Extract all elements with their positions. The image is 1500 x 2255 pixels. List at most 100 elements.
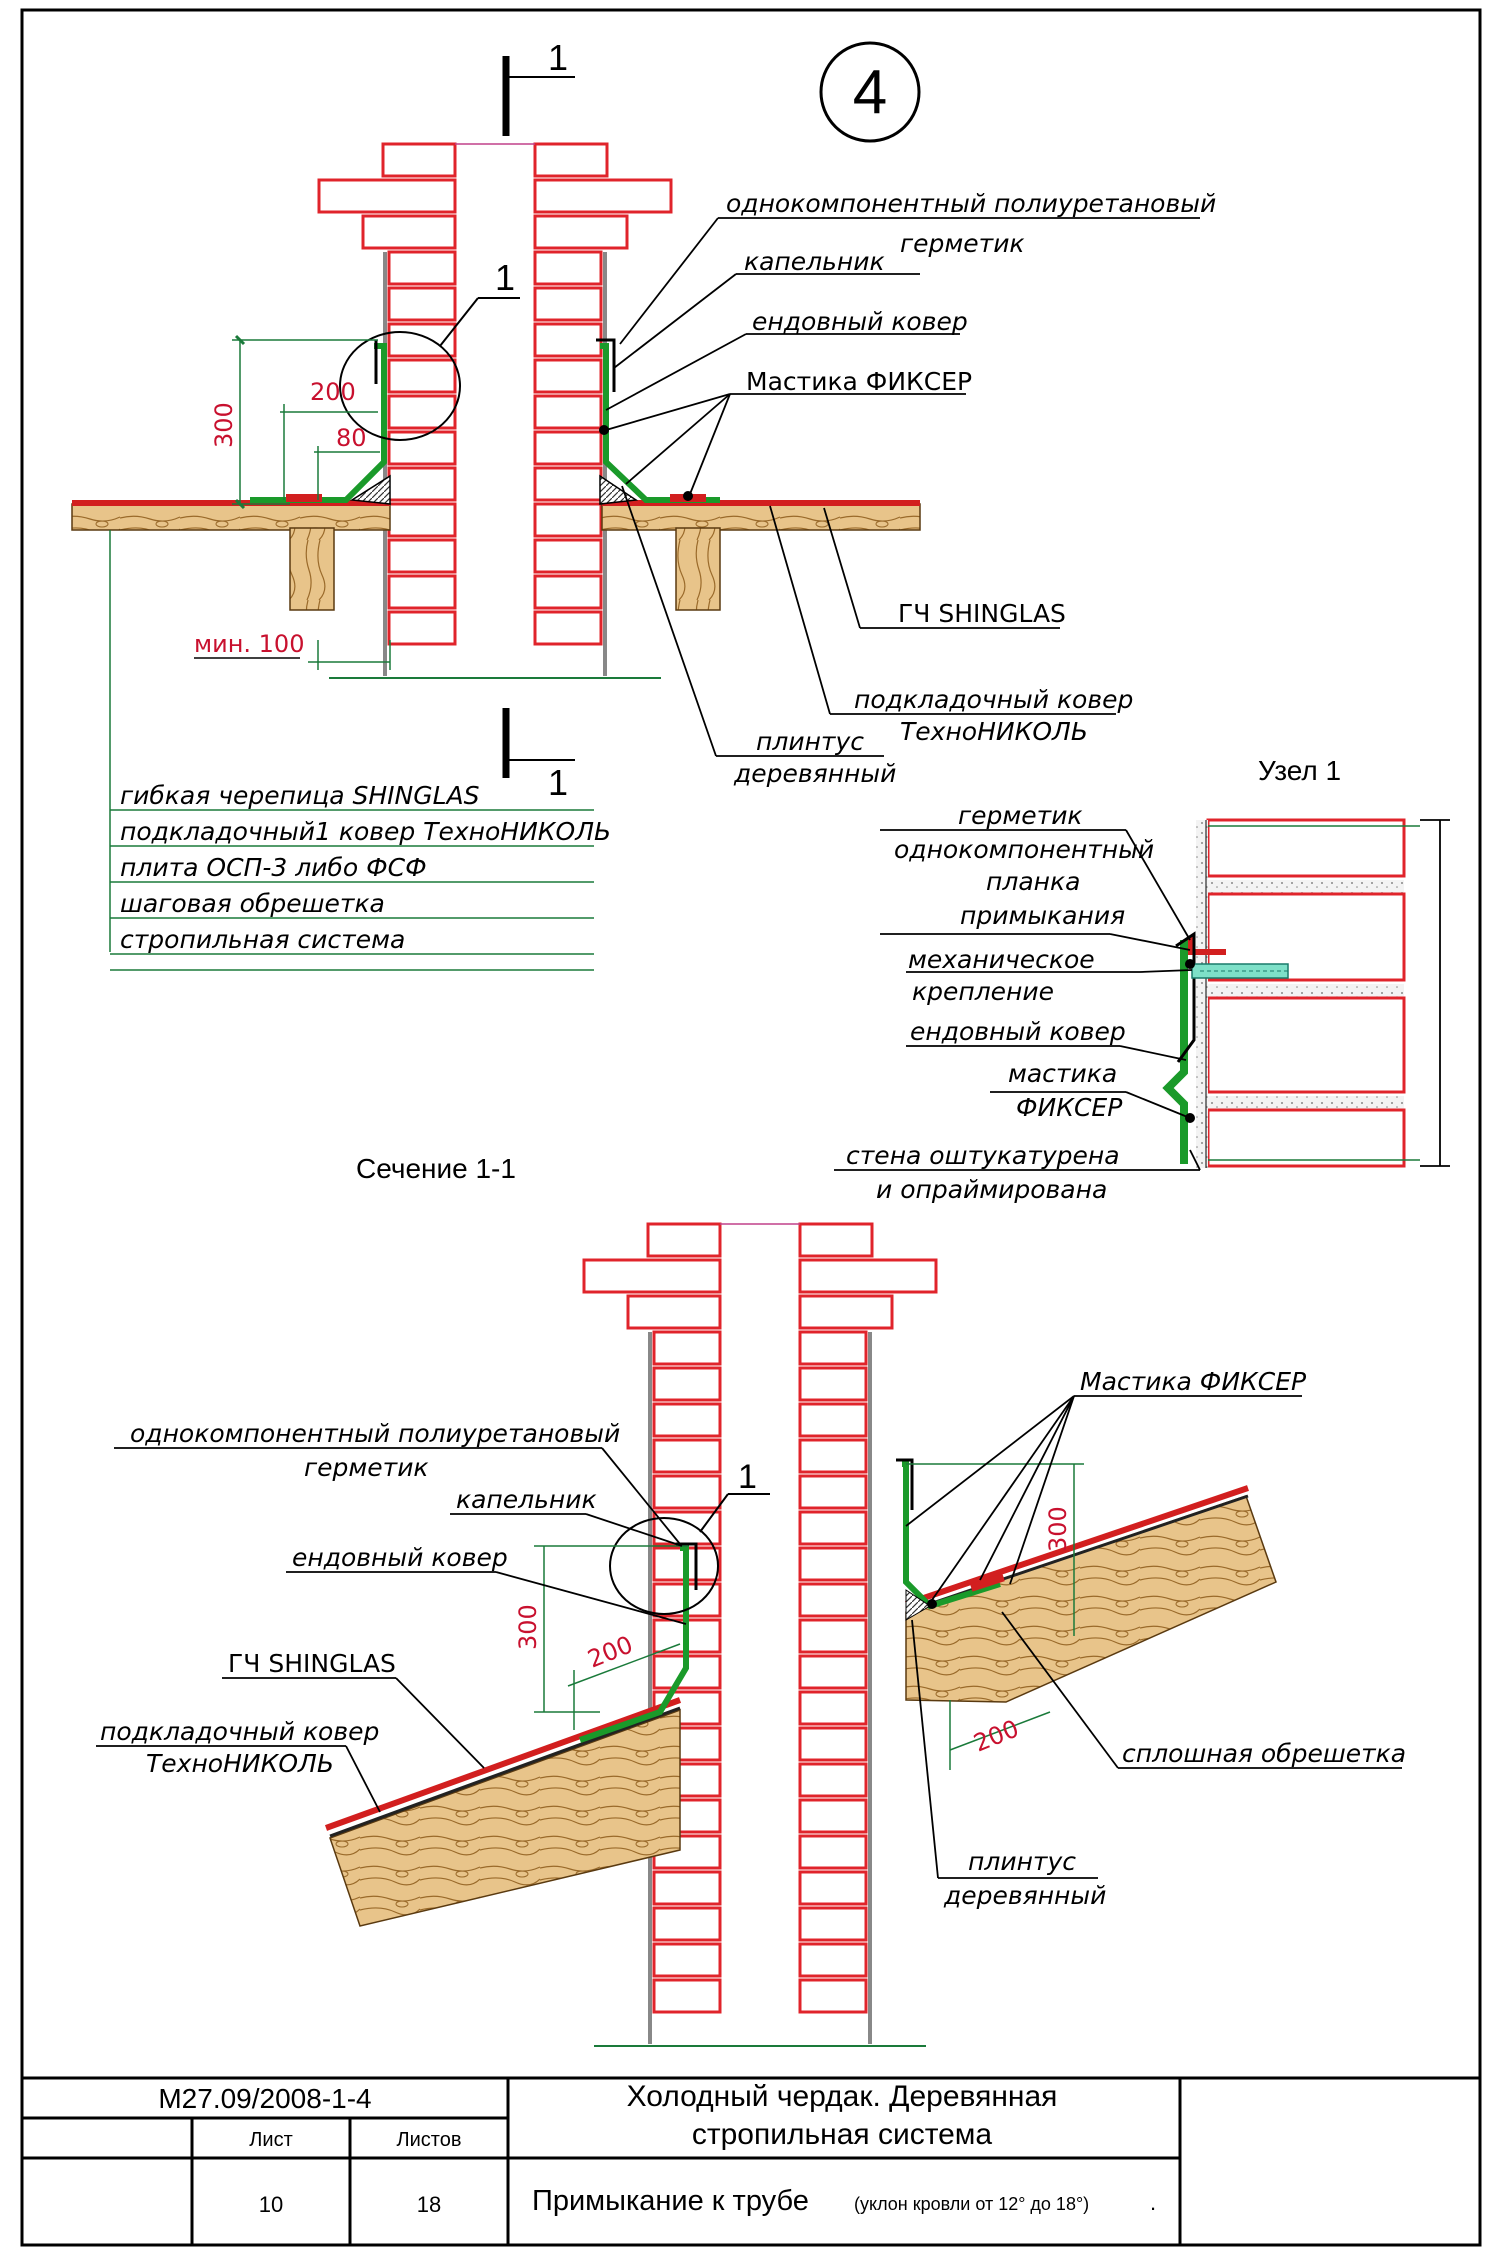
section-title: Сечение 1-1 [356, 1153, 516, 1184]
plan-chimney-brick [533, 466, 603, 502]
plan-chimney-cap-brick [533, 214, 629, 250]
plan-chimney-cap-brick [533, 142, 609, 178]
section-chimney-brick [798, 1438, 868, 1474]
section-chimney-brick [798, 1690, 868, 1726]
plan-chimney-brick [533, 394, 603, 430]
plan-chimney-cap-brick [317, 178, 457, 214]
section-valley-left [579, 1545, 689, 1743]
plan-chimney-brick [387, 502, 457, 538]
plinth-left [349, 474, 391, 505]
plan-chimney [317, 142, 673, 679]
label-underlay: подкладочный ковер [854, 685, 1133, 714]
section-chimney-cap-brick [646, 1222, 722, 1258]
roof-deck-left [71, 503, 391, 531]
plan-chimney-brick [387, 358, 457, 394]
node1-label: крепление [912, 977, 1054, 1006]
plan-chimney-brick [533, 430, 603, 466]
section-mark-top: 1 [502, 37, 575, 136]
plan-chimney-brick [533, 322, 603, 358]
section-chimney-cap-brick [798, 1258, 938, 1294]
section-chimney-brick [652, 1402, 722, 1438]
section-label-plinth-2: деревянный [943, 1881, 1106, 1910]
sheet-frame [20, 8, 1482, 2247]
section-chimney-brick [798, 1402, 868, 1438]
title-block [22, 2076, 1480, 2245]
sheet-label: Лист [249, 2129, 292, 2151]
shingles-right [602, 500, 920, 506]
plan-chimney-brick [533, 502, 603, 538]
section-callout-label: 1 [738, 1458, 757, 1496]
dim-80: 80 [336, 424, 367, 452]
label-sealant: однокомпонентный полиуретановый [726, 189, 1216, 218]
label-plinth-2: деревянный [733, 759, 896, 788]
section-chimney-brick [798, 1870, 868, 1906]
subtitle: Примыкание к трубе [532, 2185, 809, 2217]
drip-right [596, 338, 616, 392]
section-label-shingles: ГЧ SHINGLAS [228, 1649, 396, 1678]
rafter-right [675, 527, 721, 611]
section-chimney-brick [652, 1906, 722, 1942]
section-chimney-cap-brick [582, 1258, 722, 1294]
section-chimney-brick [652, 1474, 722, 1510]
mastic-left [286, 494, 322, 502]
layer-label: плита ОСП-3 либо ФСФ [120, 853, 427, 882]
section-chimney-brick [798, 1906, 868, 1942]
section-chimney-brick [652, 1942, 722, 1978]
plan-chimney-brick [387, 610, 457, 646]
section-label-batten: сплошная обрешетка [1122, 1739, 1406, 1768]
node1-label: планка [986, 867, 1080, 896]
node-number-circle [819, 41, 921, 143]
section-mark-label: 1 [548, 37, 568, 78]
slope-dot: . [1150, 2190, 1156, 2215]
section-chimney-brick [798, 1798, 868, 1834]
section-shingles-left [324, 1697, 682, 1831]
section-mark-label: 1 [548, 762, 568, 803]
slope-note: (уклон кровли от 12° до 18°) [854, 2194, 1089, 2214]
plan-chimney-brick [387, 394, 457, 430]
plan-view: 4 1 1 [71, 37, 1216, 971]
section-chimney-brick [798, 1942, 868, 1978]
valley-carpet-right [600, 343, 720, 503]
section-chimney-brick [652, 1330, 722, 1366]
section-label-mastic: Мастика ФИКСЕР [1080, 1367, 1307, 1396]
section-shingles-right [905, 1485, 1249, 1607]
label-valley: ендовный ковер [752, 307, 968, 336]
section-label-sealant: однокомпонентный полиуретановый [130, 1419, 620, 1448]
section-view: Сечение 1-1 1 [96, 1153, 1406, 2047]
node1-label: стена оштукатурена [846, 1141, 1120, 1170]
section-chimney-brick [798, 1978, 868, 2014]
node1-label: и опраймирована [876, 1175, 1107, 1204]
plan-chimney-brick [387, 466, 457, 502]
layer-label: стропильная система [120, 925, 405, 954]
plan-chimney-brick [533, 286, 603, 322]
section-dim-l200: 200 [584, 1630, 637, 1673]
plinth-right [599, 474, 639, 505]
section-label-plinth: плинтус [968, 1847, 1076, 1876]
section-chimney-brick [798, 1330, 868, 1366]
sheets-label: Листов [397, 2129, 462, 2151]
layer-label: шаговая обрешетка [120, 889, 385, 918]
dim-200: 200 [310, 378, 356, 406]
callout-1-circle [339, 331, 461, 441]
plan-dimensions [232, 334, 391, 670]
plan-leaders [605, 217, 1200, 757]
section-label-drip: капельник [456, 1485, 597, 1514]
section-chimney-brick [798, 1654, 868, 1690]
node1-label: однокомпонентный [894, 835, 1154, 864]
section-chimney-brick [798, 1582, 868, 1618]
section-label-underlay-2: ТехноНИКОЛЬ [146, 1749, 334, 1778]
title-line-2: стропильная система [692, 2118, 993, 2151]
section-chimney-cap-brick [798, 1294, 894, 1330]
node1-label: ендовный ковер [910, 1017, 1126, 1046]
plan-chimney-brick [533, 250, 603, 286]
section-chimney-brick [798, 1726, 868, 1762]
section-chimney-brick [798, 1762, 868, 1798]
section-chimney-brick [798, 1474, 868, 1510]
node1-brick [1206, 1108, 1406, 1168]
node-number: 4 [853, 58, 887, 127]
section-chimney-brick [798, 1546, 868, 1582]
node1-brick [1206, 996, 1406, 1094]
dim-min-100: мин. 100 [194, 630, 304, 658]
label-drip: капельник [744, 247, 885, 276]
